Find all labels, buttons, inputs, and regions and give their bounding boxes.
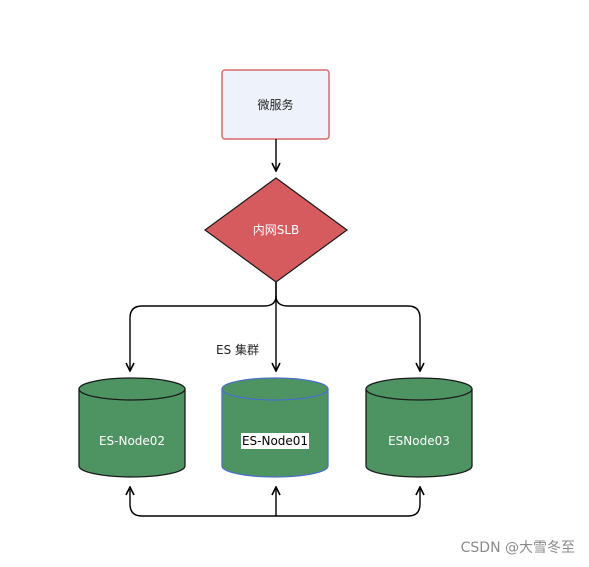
connector-node03-bottom [276, 487, 420, 517]
es-node02-cylinder[interactable] [78, 377, 186, 478]
es-node01-label: ES-Node01 [242, 434, 308, 448]
connector-node02-bottom [130, 487, 276, 517]
slb-label: 内网SLB [253, 223, 300, 237]
es-node03-label: ESNode03 [388, 434, 450, 448]
microservice-label: 微服务 [257, 97, 293, 112]
es-node03-cylinder[interactable] [365, 377, 473, 478]
connector-slb-to-node02 [130, 282, 277, 371]
watermark-text: CSDN @大雪冬至 [460, 540, 575, 556]
es-node01-cylinder[interactable] [221, 377, 329, 478]
es-node01-label-highlight [241, 433, 309, 449]
es-node02-label: ES-Node02 [99, 434, 165, 448]
connector-slb-to-node03 [275, 295, 420, 371]
es-cluster-label: ES 集群 [216, 342, 259, 357]
